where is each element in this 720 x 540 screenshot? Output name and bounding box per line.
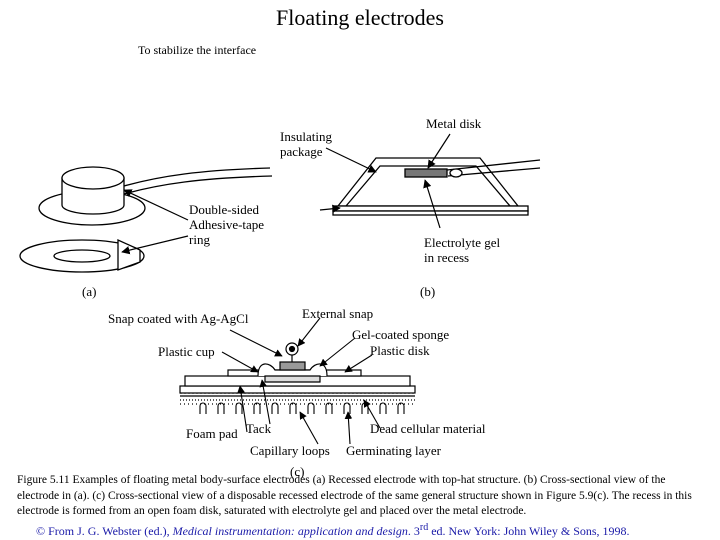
label-panel-c: (c)	[290, 464, 305, 479]
arrow-insulating	[325, 147, 377, 173]
arrow-adhesive-ring	[121, 235, 189, 255]
page-subtitle: To stabilize the interface	[138, 43, 257, 57]
label-metal-disk: Metal disk	[426, 116, 482, 131]
capillary-loops	[199, 402, 405, 414]
credit-sup: rd	[419, 522, 429, 533]
page-title: Floating electrodes	[275, 5, 444, 30]
credit-mid: . 3	[407, 524, 420, 538]
arrow-adhesive-top	[123, 189, 189, 221]
disposable-electrode	[179, 342, 416, 405]
arrow-b-left	[319, 204, 341, 213]
adhesive-ring	[19, 238, 145, 273]
top-hat-electrode	[38, 166, 273, 226]
label-panel-a: (a)	[82, 284, 97, 299]
credit-prefix: © From J. G. Webster (ed.),	[36, 524, 173, 538]
credit-line: © From J. G. Webster (ed.), Medical inst…	[36, 522, 630, 539]
label-foam-pad: Foam pad	[186, 426, 238, 441]
panel-c-arrows	[221, 317, 381, 445]
label-gel-coated-sponge: Gel-coated sponge	[352, 327, 450, 342]
label-electrolyte-gel: Electrolyte gel in recess	[424, 235, 501, 265]
label-germinating-layer: Germinating layer	[346, 443, 441, 458]
label-insulating-package: Insulating package	[280, 129, 332, 159]
credit-suffix: ed. New York: John Wiley & Sons, 1998.	[428, 524, 630, 538]
label-dead-cellular: Dead cellular material	[370, 421, 486, 436]
label-panel-b: (b)	[420, 284, 436, 299]
arrow-metal-disk	[427, 133, 451, 169]
label-plastic-disk: Plastic disk	[370, 343, 430, 358]
credit-book: Medical instrumentation: application and…	[172, 524, 408, 538]
label-external-snap: External snap	[302, 306, 374, 321]
label-capillary-loops: Capillary loops	[250, 443, 330, 458]
label-adhesive-ring: Double-sided Adhesive-tape ring	[189, 202, 265, 247]
figure-caption: Figure 5.11 Examples of floating metal b…	[17, 474, 692, 518]
label-snap-coated: Snap coated with Ag-AgCl	[108, 311, 249, 326]
label-plastic-cup: Plastic cup	[158, 344, 215, 359]
label-tack: Tack	[246, 421, 272, 436]
arrow-gel	[423, 179, 441, 229]
